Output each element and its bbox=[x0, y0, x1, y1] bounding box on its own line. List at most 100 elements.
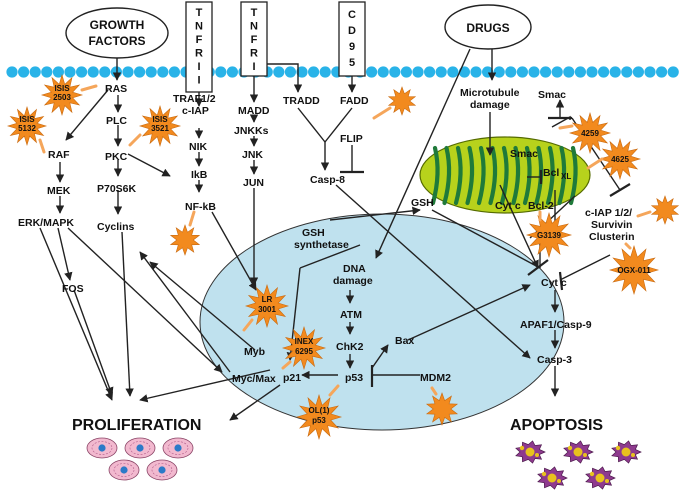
membrane-lipid bbox=[18, 66, 30, 78]
growth-factors-label-2: FACTORS bbox=[88, 34, 145, 48]
drug-isis2503-2: 2503 bbox=[53, 93, 71, 102]
membrane-lipid bbox=[76, 66, 88, 78]
membrane-lipid bbox=[528, 66, 540, 78]
node-ikb: IkB bbox=[191, 169, 208, 181]
membrane-lipid bbox=[447, 66, 459, 78]
membrane-lipid bbox=[389, 66, 401, 78]
node-bax: Bax bbox=[395, 335, 414, 347]
drug-lr3001-burst bbox=[244, 283, 290, 329]
node-casp8: Casp-8 bbox=[310, 174, 345, 186]
node-erk-mapk: ERK/MAPK bbox=[18, 217, 74, 229]
membrane-lipid bbox=[424, 66, 436, 78]
node-gsh: GSH bbox=[411, 197, 434, 209]
membrane-lipid bbox=[505, 66, 517, 78]
membrane-lipid bbox=[52, 66, 64, 78]
node-bclxl-subscript: XL bbox=[561, 172, 571, 181]
drug-isis3521-2: 3521 bbox=[151, 124, 169, 133]
membrane-lipid bbox=[656, 66, 668, 78]
receptor-letter: I bbox=[197, 75, 200, 87]
pathway-connections bbox=[39, 48, 631, 421]
drug-isis2503-burst bbox=[40, 73, 84, 117]
receptor-letter: N bbox=[250, 21, 258, 33]
node-raf: RAF bbox=[48, 149, 70, 161]
drug-ol1p53-2: p53 bbox=[312, 416, 326, 425]
node-flip: FLIP bbox=[340, 133, 363, 145]
drugs-oval: DRUGS bbox=[444, 4, 532, 50]
drug-nfkb-burst bbox=[169, 224, 201, 256]
membrane-lipid bbox=[134, 66, 146, 78]
drug-4625-burst bbox=[598, 137, 642, 181]
pathway-nodes: RAS PLC PKC RAF MEK ERK/MAPK P70S6K Cycl… bbox=[18, 83, 635, 385]
node-tradd: TRADD bbox=[283, 95, 320, 107]
node-plc: PLC bbox=[106, 115, 127, 127]
node-cytc: Cyt c bbox=[541, 277, 567, 289]
outcome-apoptosis: APOPTOSIS bbox=[510, 417, 603, 434]
proliferating-cells bbox=[86, 437, 194, 481]
node-cytc-mito: Cyt c bbox=[495, 200, 521, 212]
receptor-letter: F bbox=[196, 34, 203, 46]
node-cyclins: Cyclins bbox=[97, 221, 135, 233]
node-nfkb: NF-kB bbox=[185, 201, 216, 213]
drug-mdm2-burst bbox=[425, 392, 459, 426]
membrane-lipid bbox=[296, 66, 308, 78]
node-casp3: Casp-3 bbox=[537, 354, 572, 366]
drug-labels: ISIS 2503 ISIS 5132 ISIS 3521 LR 3001 IN… bbox=[18, 84, 651, 425]
drug-inex6295-1: INEX bbox=[295, 337, 314, 346]
node-chk2: ChK2 bbox=[336, 341, 364, 353]
node-mek: MEK bbox=[47, 185, 71, 197]
node-apaf: APAF1/Casp-9 bbox=[520, 319, 592, 331]
drug-isis5132-2: 5132 bbox=[18, 124, 36, 133]
receptor-letter: N bbox=[195, 21, 203, 33]
drug-inex6295-2: 6295 bbox=[295, 347, 313, 356]
drug-ogx011-burst bbox=[608, 244, 660, 296]
drug-casp8-flip-burst bbox=[387, 86, 417, 116]
node-jun: JUN bbox=[243, 177, 264, 189]
membrane-lipid bbox=[157, 66, 169, 78]
outcome-proliferation: PROLIFERATION bbox=[72, 417, 201, 434]
membrane-lipid bbox=[551, 66, 563, 78]
drug-isis3521-1: ISIS bbox=[152, 115, 168, 124]
node-smac-mito: Smac bbox=[510, 148, 538, 160]
node-fadd: FADD bbox=[340, 95, 369, 107]
membrane-lipid bbox=[540, 66, 552, 78]
drug-4259: 4259 bbox=[581, 129, 599, 138]
drug-ogx011: OGX-011 bbox=[617, 266, 651, 275]
membrane-lipid bbox=[366, 66, 378, 78]
node-jnk: JNK bbox=[242, 149, 263, 161]
membrane-lipid bbox=[412, 66, 424, 78]
membrane-lipid bbox=[226, 66, 238, 78]
membrane-lipid bbox=[273, 66, 285, 78]
membrane-lipid bbox=[87, 66, 99, 78]
node-atm: ATM bbox=[340, 309, 362, 321]
mitochondrion bbox=[419, 136, 591, 214]
node-dna-damage-2: damage bbox=[333, 275, 373, 287]
drug-4625: 4625 bbox=[611, 155, 629, 164]
node-ciap-2: Survivin bbox=[591, 219, 632, 231]
node-traf: TRAF1/2 bbox=[173, 93, 216, 105]
node-p70s6k: P70S6K bbox=[97, 183, 137, 195]
drug-4259-burst bbox=[568, 111, 612, 155]
membrane-lipid bbox=[470, 66, 482, 78]
node-fos: FOS bbox=[62, 283, 84, 295]
membrane-lipid bbox=[215, 66, 227, 78]
drug-g3139: G3139 bbox=[537, 231, 562, 240]
membrane-lipid bbox=[284, 66, 296, 78]
growth-factors-label-1: GROWTH bbox=[90, 18, 145, 32]
membrane-lipid bbox=[400, 66, 412, 78]
membrane-lipid bbox=[377, 66, 389, 78]
drug-isis3521-burst bbox=[138, 104, 182, 148]
node-microtubule-1: Microtubule bbox=[460, 87, 520, 99]
node-bcl2: Bcl-2 bbox=[528, 200, 554, 212]
node-pkc: PKC bbox=[105, 151, 128, 163]
drugs-label: DRUGS bbox=[466, 21, 509, 35]
node-p53: p53 bbox=[345, 372, 363, 384]
receptor-letter: T bbox=[251, 7, 258, 19]
receptor-letter: D bbox=[348, 25, 356, 37]
receptor-letter: 5 bbox=[349, 57, 355, 69]
membrane-lipid bbox=[435, 66, 447, 78]
receptor-letter: C bbox=[348, 9, 356, 21]
node-ciap-1: c-IAP 1/2/ bbox=[585, 207, 632, 219]
drug-ciap-burst bbox=[650, 195, 680, 225]
